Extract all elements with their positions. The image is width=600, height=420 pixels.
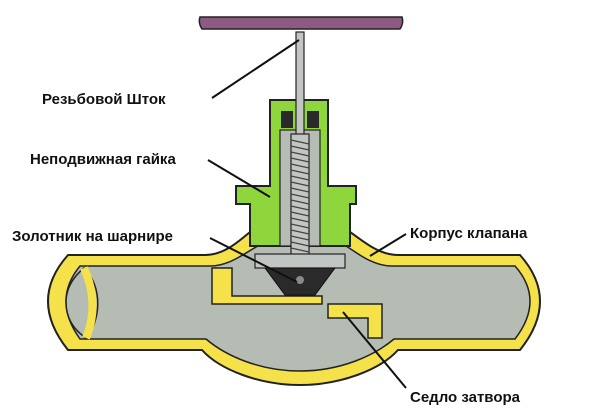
thread-mark (290, 151, 310, 157)
thread-mark (290, 199, 310, 205)
label-fixed-nut: Неподвижная гайка (30, 151, 176, 168)
valve-seat (327, 303, 383, 339)
thread-mark (290, 157, 310, 163)
thread-mark (290, 229, 310, 235)
thread-mark (290, 217, 310, 223)
disc-hinge (296, 276, 304, 284)
valve-body (47, 231, 541, 387)
packing-left (281, 111, 293, 128)
leader-seat (342, 311, 407, 389)
pipe-rim (80, 266, 97, 340)
label-hinged-disc: Золотник на шарнире (12, 228, 173, 245)
stem-threads (290, 139, 310, 253)
thread-mark (290, 223, 310, 229)
leader-nut (207, 159, 271, 198)
leader-stem (211, 39, 300, 99)
thread-mark (290, 145, 310, 151)
leader-lines (207, 39, 407, 389)
leader-body (369, 233, 407, 257)
handwheel (198, 16, 404, 30)
stem-shaft (295, 31, 305, 137)
thread-mark (290, 139, 310, 145)
threaded-stem (290, 31, 310, 257)
thread-mark (290, 247, 310, 253)
thread-mark (290, 205, 310, 211)
partition-upper (211, 267, 323, 305)
thread-mark (290, 175, 310, 181)
thread-mark (290, 241, 310, 247)
thread-mark (290, 169, 310, 175)
label-valve-body: Корпус клапана (410, 225, 528, 242)
disc-holder (254, 253, 346, 269)
packing-right (307, 111, 319, 128)
thread-mark (290, 187, 310, 193)
thread-mark (290, 211, 310, 217)
thread-mark (290, 163, 310, 169)
thread-mark (290, 235, 310, 241)
label-threaded-stem: Резьбовой Шток (42, 91, 166, 108)
thread-mark (290, 181, 310, 187)
thread-mark (290, 193, 310, 199)
leader-disc (209, 237, 298, 283)
label-valve-seat: Седло затвора (410, 389, 521, 406)
